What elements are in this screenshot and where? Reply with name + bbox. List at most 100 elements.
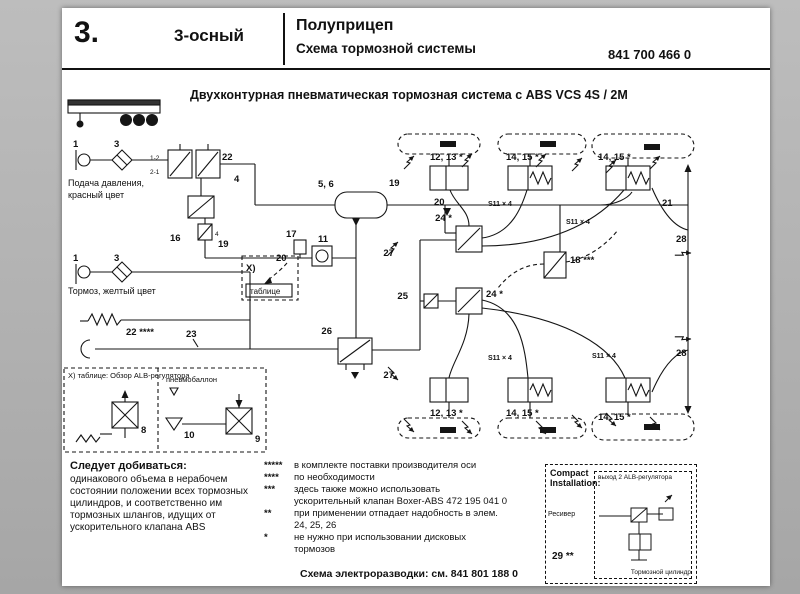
compact-mini-schematic bbox=[599, 494, 674, 561]
label-4: 4 bbox=[234, 174, 240, 185]
pneumo-label: пневмобаллон bbox=[166, 375, 217, 384]
label-16: 16 bbox=[170, 233, 181, 244]
compact-installation-title: Compact Installation: bbox=[550, 468, 601, 488]
footnote-stars bbox=[264, 544, 294, 556]
label-20b: 20 bbox=[434, 197, 445, 208]
dummy-coupling: 23 bbox=[80, 329, 338, 359]
compact-title-line1: Compact bbox=[550, 468, 589, 478]
page-title: Полуприцеп bbox=[296, 17, 394, 34]
label-1: 1 bbox=[73, 139, 79, 150]
label-3: 3 bbox=[114, 139, 119, 150]
footnote-text: при применении отпадает надобность в эле… bbox=[294, 508, 498, 519]
label-26: 26 bbox=[321, 326, 332, 337]
reservoir-label: Ресивер bbox=[548, 511, 576, 518]
label-14-15-top: 14, 15 * bbox=[506, 152, 539, 163]
label-12-13-top: 12, 13 * bbox=[430, 152, 463, 163]
footnote-text: 24, 25, 26 bbox=[294, 520, 337, 531]
note-title: Следует добиваться: bbox=[70, 460, 187, 472]
label-29: 29 ** bbox=[552, 551, 574, 562]
footnote-legend: *****в комплекте поставки производителя … bbox=[264, 460, 542, 556]
control-valves: 17 11 20 X) таблице bbox=[205, 229, 356, 301]
note-line: тормозных шлангов, идущих от bbox=[70, 510, 216, 521]
label-24b: 24 * bbox=[486, 289, 503, 300]
footnote-stars: *** bbox=[264, 484, 276, 495]
emergency-relay-valve: 26 bbox=[321, 240, 421, 379]
label-17: 17 bbox=[286, 229, 297, 240]
label-s11-4: S11 × 4 bbox=[592, 353, 616, 360]
diagram-title: Двухконтурная пневматическая тормозная с… bbox=[190, 88, 628, 102]
solenoid-valve-18: 18 *** bbox=[497, 205, 619, 289]
compact-title-line2: Installation: bbox=[550, 478, 601, 488]
hose-network: S11 × 4 S11 × 4 S11 × 4 S11 × 4 20 21 bbox=[434, 164, 692, 414]
axle-type-label: 3-осный bbox=[174, 26, 244, 45]
label-14-15-bottomright: 14, 15 * bbox=[598, 412, 631, 423]
footnote-stars bbox=[264, 496, 294, 508]
label-4-small: 4 bbox=[215, 231, 219, 238]
footnote-row: *не нужно при использовании дисковых bbox=[264, 532, 542, 544]
label-27a: 27 bbox=[383, 248, 394, 259]
supply-color-label: Подача давления, красный цвет bbox=[68, 178, 144, 200]
document-page: 3. 3-осный Полуприцеп Схема тормозной си… bbox=[62, 8, 770, 586]
label-21: 21 bbox=[662, 198, 673, 209]
valve-25: 25 bbox=[397, 291, 456, 309]
part-number: 841 700 466 0 bbox=[608, 47, 692, 62]
note-line: цилиндров, и соответственно им bbox=[70, 498, 223, 509]
brake-color-label: Тормоз, желтый цвет bbox=[68, 286, 156, 296]
trailer-icon bbox=[67, 99, 161, 128]
label-24a: 24 * bbox=[435, 213, 452, 224]
abs-relay-valve-top: 24 * bbox=[420, 205, 483, 253]
page-subtitle: Схема тормозной системы bbox=[296, 41, 476, 56]
label-22-test: 22 **** bbox=[126, 327, 154, 338]
label-11: 11 bbox=[318, 234, 329, 245]
footnote-row: ** при применении отпадает надобность в э… bbox=[264, 508, 542, 520]
alb-outlet-label: выход 2 ALB-регулятора bbox=[598, 474, 673, 481]
label-19: 19 bbox=[218, 239, 229, 250]
label-s11-2: S11 × 4 bbox=[566, 219, 590, 226]
label-28a: 28 bbox=[676, 234, 687, 245]
footnote-stars bbox=[264, 520, 294, 532]
label-5-6: 5, 6 bbox=[318, 179, 334, 190]
air-reservoir: 5, 6 19 bbox=[318, 178, 600, 258]
axle-outlines bbox=[397, 133, 695, 441]
label-22: 22 bbox=[222, 152, 233, 163]
svg-text:Подача давления,: Подача давления, bbox=[68, 178, 144, 188]
footnote-text: в комплекте поставки производителя оси bbox=[294, 460, 477, 471]
label-x-mark: X) bbox=[246, 263, 256, 274]
footnote-stars: ** bbox=[264, 508, 272, 519]
label-23: 23 bbox=[186, 329, 197, 340]
footnote-row: 24, 25, 26 bbox=[264, 520, 542, 532]
electrical-diagram-reference: Схема электроразводки: см. 841 801 188 0 bbox=[300, 568, 518, 580]
footnote-stars: **** bbox=[264, 472, 279, 483]
sensor-cables: 27 27 28 28 bbox=[383, 153, 692, 435]
park-shunt-valve-block: 1-2 2-1 22 4 bbox=[150, 144, 335, 206]
label-25: 25 bbox=[397, 291, 408, 302]
label-28b: 28 bbox=[676, 348, 687, 359]
label-8: 8 bbox=[141, 425, 146, 436]
footnote-row: тормозов bbox=[264, 544, 542, 556]
test-connector: 22 **** bbox=[80, 312, 250, 338]
svg-text:красный цвет: красный цвет bbox=[68, 190, 124, 200]
label-s11-1: S11 × 4 bbox=[488, 201, 512, 208]
footnote-stars: ***** bbox=[264, 460, 283, 471]
footnote-text: ускорительный клапан Boxer-ABS 472 195 0… bbox=[294, 496, 508, 507]
compact-installation-box: Compact Installation: Ресивер 29 ** выхо… bbox=[545, 464, 697, 584]
label-1b: 1 bbox=[73, 253, 79, 264]
footnote-row: *** здесь также можно использовать bbox=[264, 484, 542, 496]
label-20: 20 bbox=[276, 253, 287, 264]
brake-system-schematic: 1 3 Подача давления, красный цвет 1-2 2-… bbox=[63, 99, 695, 453]
line-filter-valve: 16 19 4 bbox=[170, 178, 229, 258]
footnote-row: ускорительный клапан Boxer-ABS 472 195 0… bbox=[264, 496, 542, 508]
label-10: 10 bbox=[184, 430, 195, 441]
brake-cylinder-label: Тормозной цилиндр bbox=[630, 569, 691, 576]
footnote-text: по необходимости bbox=[294, 472, 375, 483]
alb-table-title: X) таблице: Обзор ALB-регулятора bbox=[68, 371, 190, 380]
table-ref: таблице bbox=[250, 287, 281, 296]
port-label-12: 1-2 bbox=[150, 155, 160, 162]
footnote-row: **** по необходимости bbox=[264, 472, 542, 484]
label-27b: 27 bbox=[383, 370, 394, 381]
footnote-text: здесь также можно использовать bbox=[294, 484, 441, 495]
note-line: состоянии положении всех тормозных bbox=[70, 486, 248, 497]
supply-coupling-head: 1 3 bbox=[73, 139, 168, 171]
header-rule bbox=[62, 68, 770, 70]
footnote-text: не нужно при использовании дисковых bbox=[294, 532, 466, 543]
